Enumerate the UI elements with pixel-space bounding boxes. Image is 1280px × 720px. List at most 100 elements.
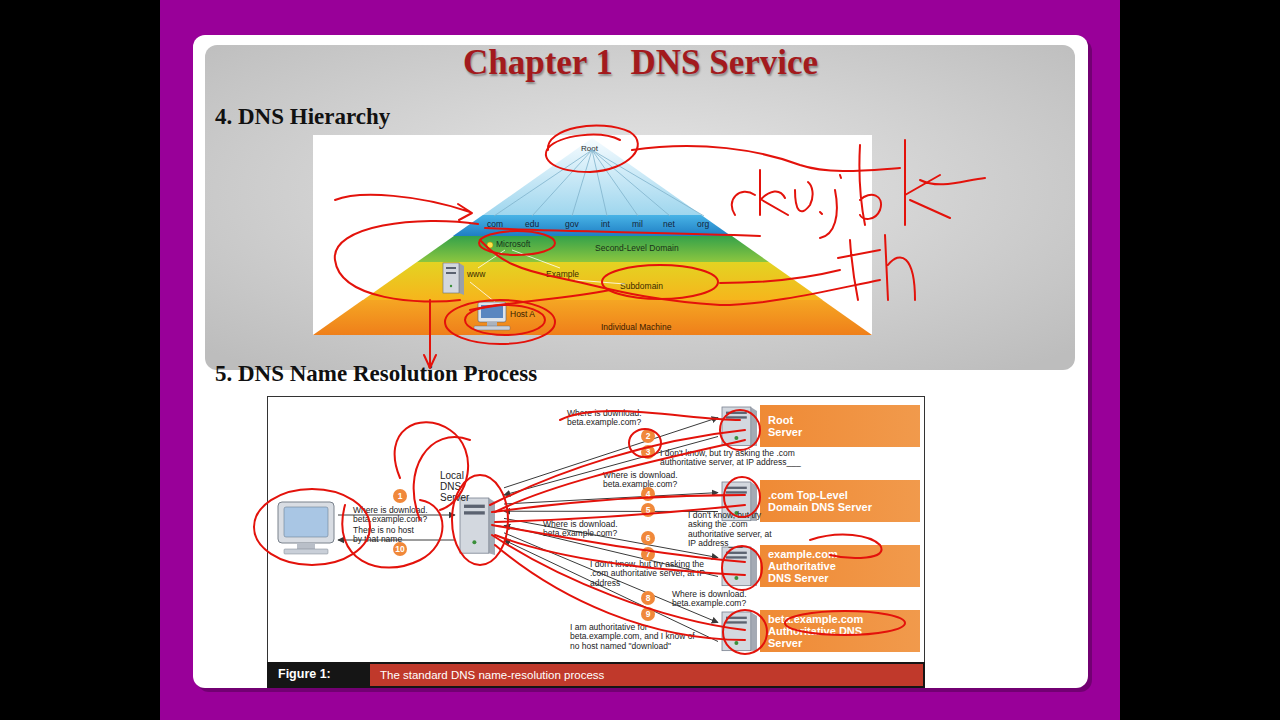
message-text: Where is download. beta.example.com? [353, 506, 448, 525]
figure-background [268, 135, 925, 688]
pen-annotation [342, 500, 442, 568]
server-icon [726, 491, 747, 493]
top-level-band: comedugovintmilnetorg [453, 215, 731, 236]
local-dns-server: Local DNS Server [436, 468, 504, 558]
pen-annotation [490, 430, 745, 505]
tld-label: mil [632, 220, 643, 229]
hierarchy-line [470, 282, 500, 306]
pen-annotation [720, 270, 840, 283]
domain-label: www [467, 270, 485, 279]
hierarchy-line [592, 150, 607, 216]
pen-annotation [546, 126, 638, 172]
layer-shape [417, 236, 769, 262]
message-text: I don't know, but try asking the .com au… [590, 560, 718, 588]
query-arrow [504, 493, 718, 504]
layer-shape [363, 262, 823, 300]
pen-annotation [335, 221, 478, 302]
server-icon [456, 496, 496, 556]
server-icon [443, 263, 464, 295]
section-heading: 4. DNS Hierarchy [215, 104, 390, 129]
domain-label: Example [546, 270, 579, 279]
computer-icon [474, 302, 510, 330]
pen-annotation [470, 290, 610, 310]
layer-shape [483, 138, 701, 215]
layer-shape [453, 215, 731, 236]
computer-icon [474, 326, 510, 330]
second-level-band: Microsoft Second-Level Domain [417, 236, 769, 262]
section-heading: 5. DNS Name Resolution Process [215, 361, 537, 386]
figure-caption: The standard DNS name-resolution process [380, 669, 604, 682]
server-icon [722, 547, 751, 586]
message-text: Where is download. beta.example.com? [672, 590, 762, 609]
pen-annotation [495, 535, 745, 575]
pen-annotation [629, 429, 661, 457]
computer-icon [478, 302, 506, 322]
server-icon [472, 540, 476, 544]
pen-annotation [254, 489, 370, 565]
server-icon [718, 545, 758, 587]
message-text: I am authoritative for beta.example.com,… [570, 623, 695, 651]
domain-label: Microsoft [496, 240, 530, 249]
step-number: 10 [393, 542, 407, 556]
pen-annotation [492, 535, 745, 630]
server-icon [459, 263, 464, 295]
hierarchy-line [592, 150, 704, 216]
client-computer [284, 507, 328, 537]
client-computer [284, 549, 328, 554]
query-arrow [504, 533, 718, 623]
hierarchy-line [494, 150, 704, 216]
hierarchy-line [494, 150, 592, 216]
step-number: 9 [641, 607, 655, 621]
hierarchy-line [572, 150, 592, 216]
server-icon [718, 610, 758, 652]
root-server: Root Server [718, 405, 920, 447]
server-label: Root Server [768, 414, 812, 438]
pen-annotation [495, 545, 745, 640]
message-text: Where is download. beta.example.com? [543, 520, 635, 539]
hierarchy-line [478, 250, 505, 268]
pen-annotation [445, 300, 555, 344]
pen-annotation [495, 440, 745, 512]
step-number: 5 [641, 503, 655, 517]
server-icon [726, 487, 747, 489]
slide-background [197, 39, 1092, 692]
root-label: Root [581, 145, 598, 154]
server-icon [726, 556, 747, 558]
pen-annotation [720, 410, 760, 450]
domain-label: Second-Level Domain [595, 244, 679, 253]
server-icon [726, 621, 747, 623]
server-icon [726, 552, 747, 554]
hierarchy-line [512, 250, 560, 268]
client-computer [278, 502, 334, 543]
figure-background [313, 135, 872, 335]
caption-bar [370, 664, 923, 686]
step-number: 2 [641, 429, 655, 443]
message-text: There is no host by that name [353, 526, 419, 545]
server-icon [722, 407, 751, 446]
figure-background [268, 397, 925, 688]
server-label: beta.example.com Authoritative DNS Serve… [768, 613, 872, 649]
server-icon [460, 498, 489, 553]
pen-annotation [465, 305, 545, 335]
pen-annotation [395, 422, 468, 510]
tld-label: net [663, 220, 675, 229]
hierarchy-line [575, 280, 625, 284]
figure-number: Figure 1: [278, 668, 331, 682]
pen-annotation [414, 437, 470, 520]
step-number: 8 [641, 591, 655, 605]
referral-arrow [504, 511, 718, 512]
computer-icon [481, 305, 503, 318]
tld-label: gov [565, 220, 579, 229]
root-apex: Root [483, 138, 701, 215]
pen-annotation [335, 195, 472, 220]
slide-background [160, 0, 1120, 720]
domain-label: Host A [510, 310, 535, 319]
domain-label: Subdomain [620, 282, 663, 291]
hierarchy-line [532, 150, 592, 216]
server-icon [446, 272, 456, 274]
server-label: Local DNS Server [440, 470, 484, 503]
tld-label: com [487, 220, 503, 229]
pen-annotation [732, 140, 985, 238]
server-icon [722, 612, 751, 651]
